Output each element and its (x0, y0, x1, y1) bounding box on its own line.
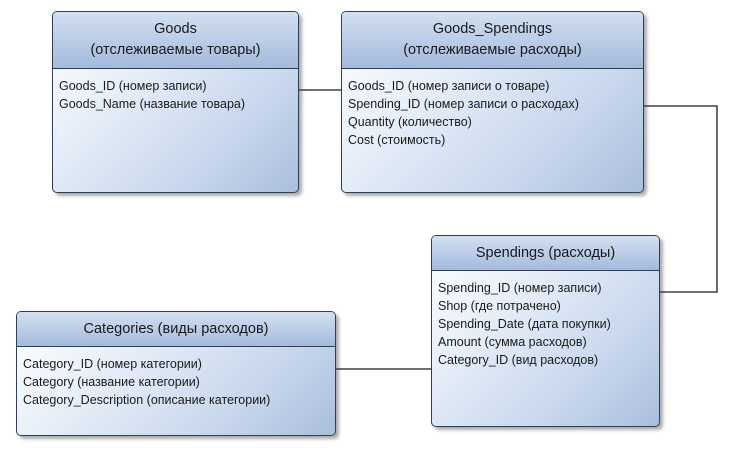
field-goods-spendings-goods-id: Goods_ID (номер записи о товаре) (348, 79, 550, 93)
entity-goods-spendings-subtitle: (отслеживаемые расходы) (403, 42, 582, 58)
entity-goods-header: Goods (отслеживаемые товары) (53, 12, 298, 69)
field-goods-spendings-spending-id: Spending_ID (номер записи о расходах) (348, 97, 579, 111)
entity-categories-fields: Category_ID (номер категории) Category (… (17, 347, 335, 409)
field-spendings-category-id: Category_ID (вид расходов) (438, 353, 599, 367)
entity-goods[interactable]: Goods (отслеживаемые товары) Goods_ID (н… (52, 11, 299, 193)
entity-spendings-title: Spendings (расходы) (475, 244, 616, 261)
field-spendings-date: Spending_Date (дата покупки) (438, 317, 611, 331)
relation-goods-spendings-to-spendings (643, 105, 718, 293)
field-spendings-spending-id: Spending_ID (номер записи) (438, 281, 602, 295)
field-categories-description: Category_Description (описание категории… (23, 393, 271, 407)
field-spendings-amount: Amount (сумма расходов) (438, 335, 587, 349)
field-goods-spendings-cost: Cost (стоимость) (348, 133, 446, 147)
entity-categories[interactable]: Categories (виды расходов) Category_ID (… (16, 311, 336, 436)
entity-goods-spendings[interactable]: Goods_Spendings (отслеживаемые расходы) … (341, 11, 644, 193)
entity-categories-header: Categories (виды расходов) (17, 312, 335, 347)
entity-spendings-fields: Spending_ID (номер записи) Shop (где пот… (432, 271, 659, 369)
field-goods-id: Goods_ID (номер записи) (59, 79, 207, 93)
entity-spendings-header: Spendings (расходы) (432, 236, 659, 271)
entity-categories-title: Categories (виды расходов) (83, 320, 269, 337)
entity-goods-fields: Goods_ID (номер записи) Goods_Name (назв… (53, 69, 298, 113)
entity-spendings[interactable]: Spendings (расходы) Spending_ID (номер з… (431, 235, 660, 427)
field-goods-spendings-quantity: Quantity (количество) (348, 115, 472, 129)
entity-goods-spendings-fields: Goods_ID (номер записи о товаре) Spendin… (342, 69, 643, 149)
entity-goods-subtitle: (отслеживаемые товары) (90, 42, 261, 58)
entity-goods-spendings-title: Goods_Spendings (432, 21, 553, 37)
entity-goods-spendings-header: Goods_Spendings (отслеживаемые расходы) (342, 12, 643, 69)
field-goods-name: Goods_Name (название товара) (59, 97, 246, 111)
field-spendings-shop: Shop (где потрачено) (438, 299, 561, 313)
field-categories-category-id: Category_ID (номер категории) (23, 357, 202, 371)
field-categories-category: Category (название категории) (23, 375, 200, 389)
entity-goods-title: Goods (154, 21, 197, 37)
